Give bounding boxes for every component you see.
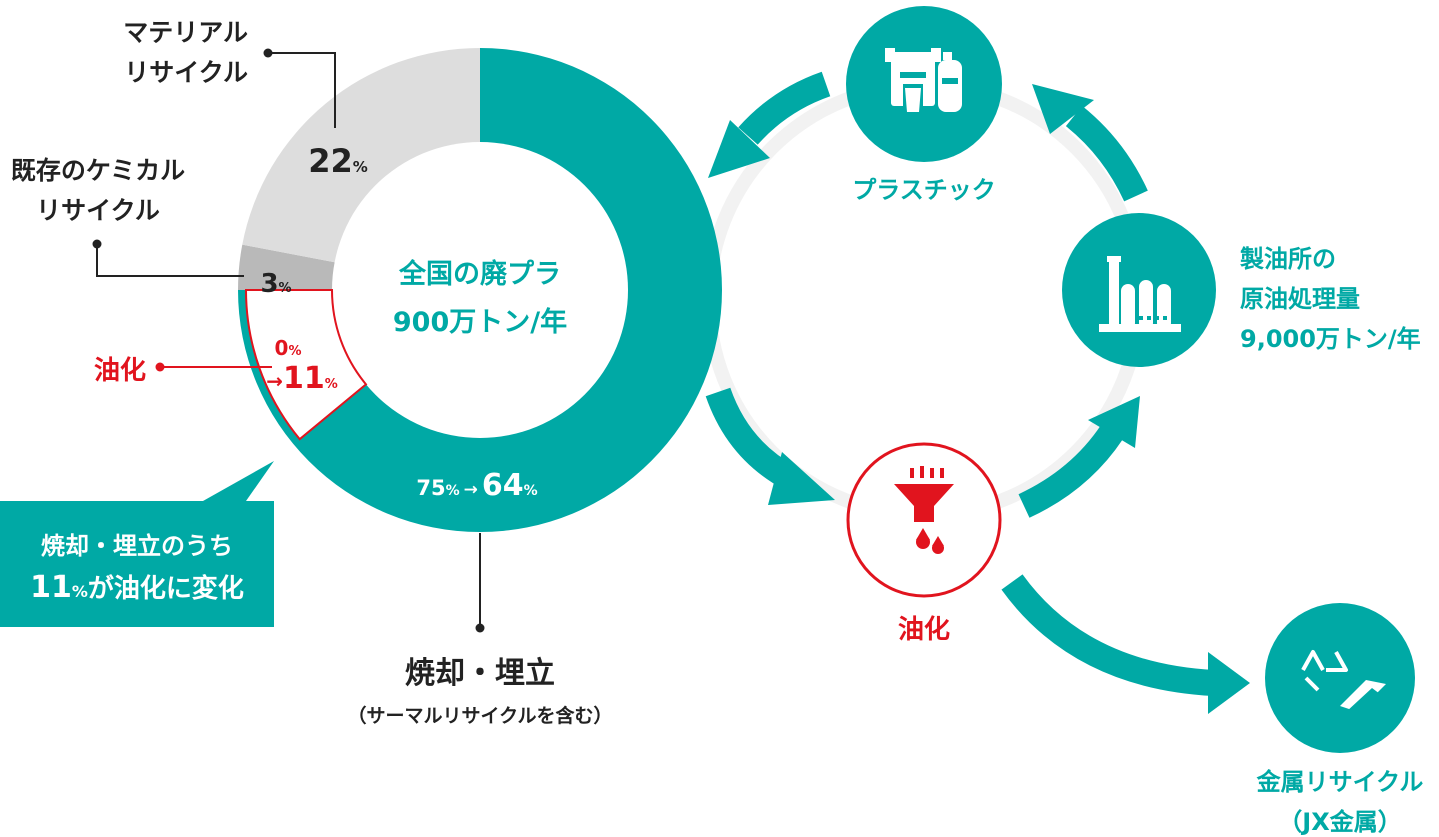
incineration-subtitle: （サーマルリサイクルを含む） (347, 704, 612, 727)
material-leader (268, 52, 336, 128)
note-box-number: 11 (30, 570, 72, 605)
material-label-line2: リサイクル (124, 58, 248, 87)
note-box-background (0, 501, 274, 627)
metal-label-line1: 金属リサイクル (1256, 768, 1424, 796)
incineration-title: 焼却・埋立 (405, 656, 555, 691)
note-box-rest: が油化に変化 (88, 573, 244, 604)
plastic-label: プラスチック (852, 176, 996, 204)
oil-node-label: 油化 (898, 615, 950, 645)
oil-share-wedge (244, 289, 368, 441)
arrow-oil-to-metal-head (1208, 652, 1250, 714)
oil-dot (155, 362, 165, 372)
arrow-oil-to-refinery-head (1088, 396, 1140, 448)
plastic-bottles-icon (885, 48, 962, 112)
arrow-refinery-to-plastic-head (1032, 84, 1094, 134)
incin-to-number: 64 (482, 468, 524, 503)
donut-center-line1: 全国の廃プラ (398, 258, 561, 290)
material-percent-unit: % (353, 158, 368, 176)
oil-from-number: 0 (275, 336, 289, 360)
oil-callout-label: 油化 (94, 356, 146, 386)
incin-from-number: 75 (416, 476, 445, 500)
chemical-label-line2: リサイクル (36, 196, 160, 225)
incin-arrow: → (464, 480, 478, 500)
chemical-label-line1: 既存のケミカル (11, 156, 185, 185)
material-dot (263, 48, 273, 58)
chemical-dot (92, 239, 102, 249)
oil-to-unit: % (325, 377, 338, 392)
material-percent: 22% (308, 142, 368, 180)
refinery-label-line1: 製油所の (1240, 245, 1336, 273)
cycle-arrows (705, 71, 1250, 714)
note-box-unit: % (72, 582, 88, 601)
chemical-percent-number: 3 (260, 269, 278, 299)
leader-lines (96, 52, 481, 628)
oil-arrow: → (266, 369, 283, 393)
material-label-line1: マテリアル (123, 18, 248, 47)
arrow-donut-to-oil-head (768, 452, 835, 505)
chemical-percent-unit: % (279, 281, 292, 296)
oil-funnel-icon (894, 466, 954, 554)
arrow-oil-to-refinery-shaft (1018, 424, 1123, 518)
incineration-percent: 75%→64% (416, 468, 537, 503)
material-percent-number: 22 (308, 142, 353, 180)
chemical-percent: 3% (260, 269, 291, 299)
refinery-label-line3: 9,000万トン/年 (1240, 325, 1421, 353)
note-box-line2: 11%が油化に変化 (30, 570, 244, 605)
donut-hole (332, 142, 628, 438)
incin-to-unit: % (524, 483, 538, 499)
oil-percent-before: 0% (275, 336, 302, 360)
donut-center-line2: 900万トン/年 (393, 306, 567, 338)
recycle-metal-icon (1301, 650, 1386, 716)
arrow-refinery-to-plastic-shaft (1065, 105, 1148, 202)
arrow-plastic-to-donut-shaft (738, 71, 831, 145)
metal-node (1265, 603, 1415, 753)
arrow-oil-to-metal-shaft (1001, 574, 1215, 696)
refinery-label-line2: 原油処理量 (1240, 285, 1360, 313)
note-box-pointer (203, 461, 274, 501)
oil-percent-after: →11% (266, 361, 338, 396)
metal-label-line2: （JX金属） (1278, 808, 1401, 836)
refinery-icon (1099, 256, 1181, 332)
incineration-dot (475, 623, 485, 633)
incin-from-unit: % (446, 483, 460, 499)
oil-from-unit: % (288, 344, 301, 359)
note-box: 焼却・埋立のうち 11%が油化に変化 (0, 461, 274, 627)
arrow-plastic-to-donut-head (708, 120, 770, 178)
chemical-leader (96, 244, 244, 277)
oil-to-number: 11 (283, 361, 325, 396)
note-box-line1: 焼却・埋立のうち (41, 532, 233, 560)
